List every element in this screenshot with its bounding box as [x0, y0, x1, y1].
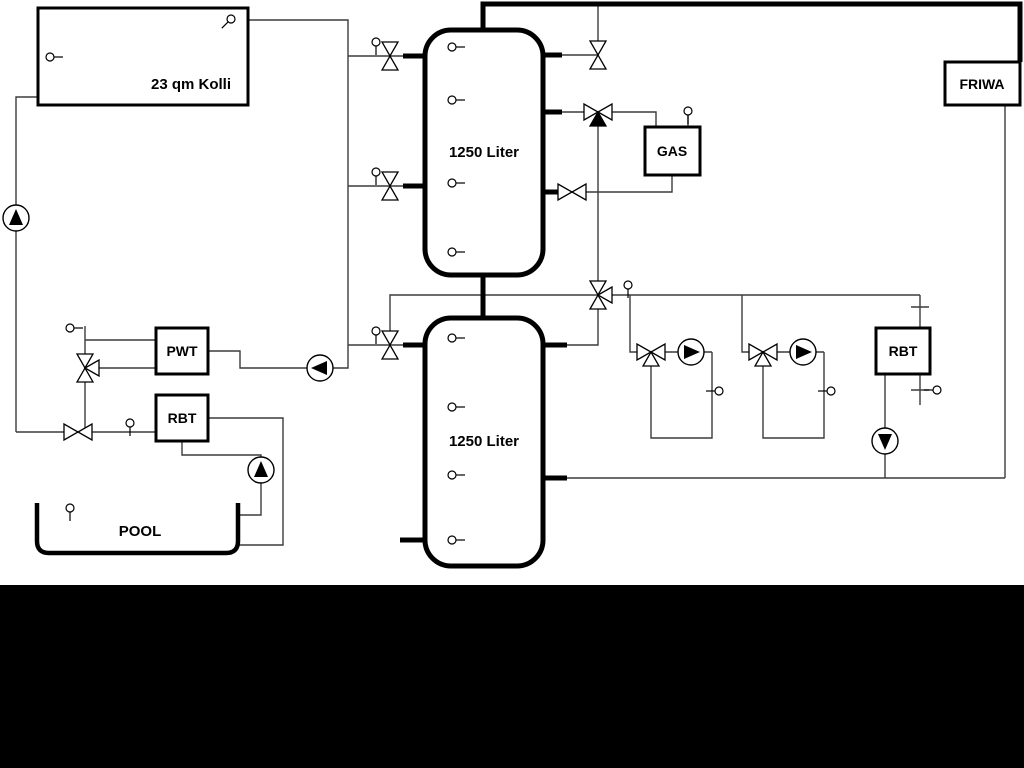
tank-top-label: 1250 Liter	[449, 144, 519, 161]
pipe-dist-to-tank2	[565, 308, 599, 346]
pipe-dist-left-branch	[389, 294, 598, 345]
thick-pipes	[400, 1, 1023, 543]
charge-pump-icon	[306, 354, 334, 382]
buffer-tank-top	[422, 27, 546, 278]
pipe-hc2-loop	[762, 351, 825, 439]
pipe-hc1-drop	[629, 295, 638, 353]
bottom-black-band	[0, 585, 1024, 768]
pipe-hc1-loop	[650, 351, 713, 439]
pwt-label: PWT	[166, 343, 198, 359]
rbt-left-box	[154, 393, 210, 443]
buffer-tank-bottom	[422, 315, 546, 569]
friwa-label: FRIWA	[959, 76, 1004, 92]
pwt-box	[154, 326, 210, 376]
pool-label: POOL	[119, 523, 162, 540]
pipe-gas-return	[560, 175, 673, 193]
solar-collector-box	[36, 6, 250, 107]
pipe-solar-return	[15, 96, 38, 432]
gas-boiler-box	[643, 125, 702, 177]
pipe-rbt-to-pool	[208, 417, 284, 546]
pipe-thick-top	[480, 1, 1023, 62]
friwa-box	[943, 60, 1022, 107]
rbt-left-label: RBT	[168, 410, 197, 426]
tank-bottom-label: 1250 Liter	[449, 433, 519, 450]
labels: 23 qm Kolli 1250 Liter 1250 Liter GAS FR…	[119, 76, 1005, 540]
pipe-solar-supply	[208, 19, 349, 369]
rbt-pump-icon	[871, 427, 899, 455]
collector-label: 23 qm Kolli	[151, 76, 231, 93]
pool-pump-icon	[247, 456, 275, 484]
heating-circuit-2-pump-icon	[789, 338, 817, 366]
pool-basin	[34, 503, 241, 556]
pipe-gas-supply	[611, 111, 657, 127]
tank-stubs-left	[400, 53, 428, 543]
rbt-right-box	[874, 326, 932, 376]
solar-pump-icon	[2, 204, 30, 232]
heating-circuit-1-pump-icon	[677, 338, 705, 366]
tank-stubs-right	[543, 52, 567, 481]
gas-label: GAS	[657, 143, 687, 159]
pipe-poolpump-bottom	[238, 483, 262, 516]
pipe-hc2-drop	[741, 295, 750, 353]
rbt-right-label: RBT	[889, 343, 918, 359]
